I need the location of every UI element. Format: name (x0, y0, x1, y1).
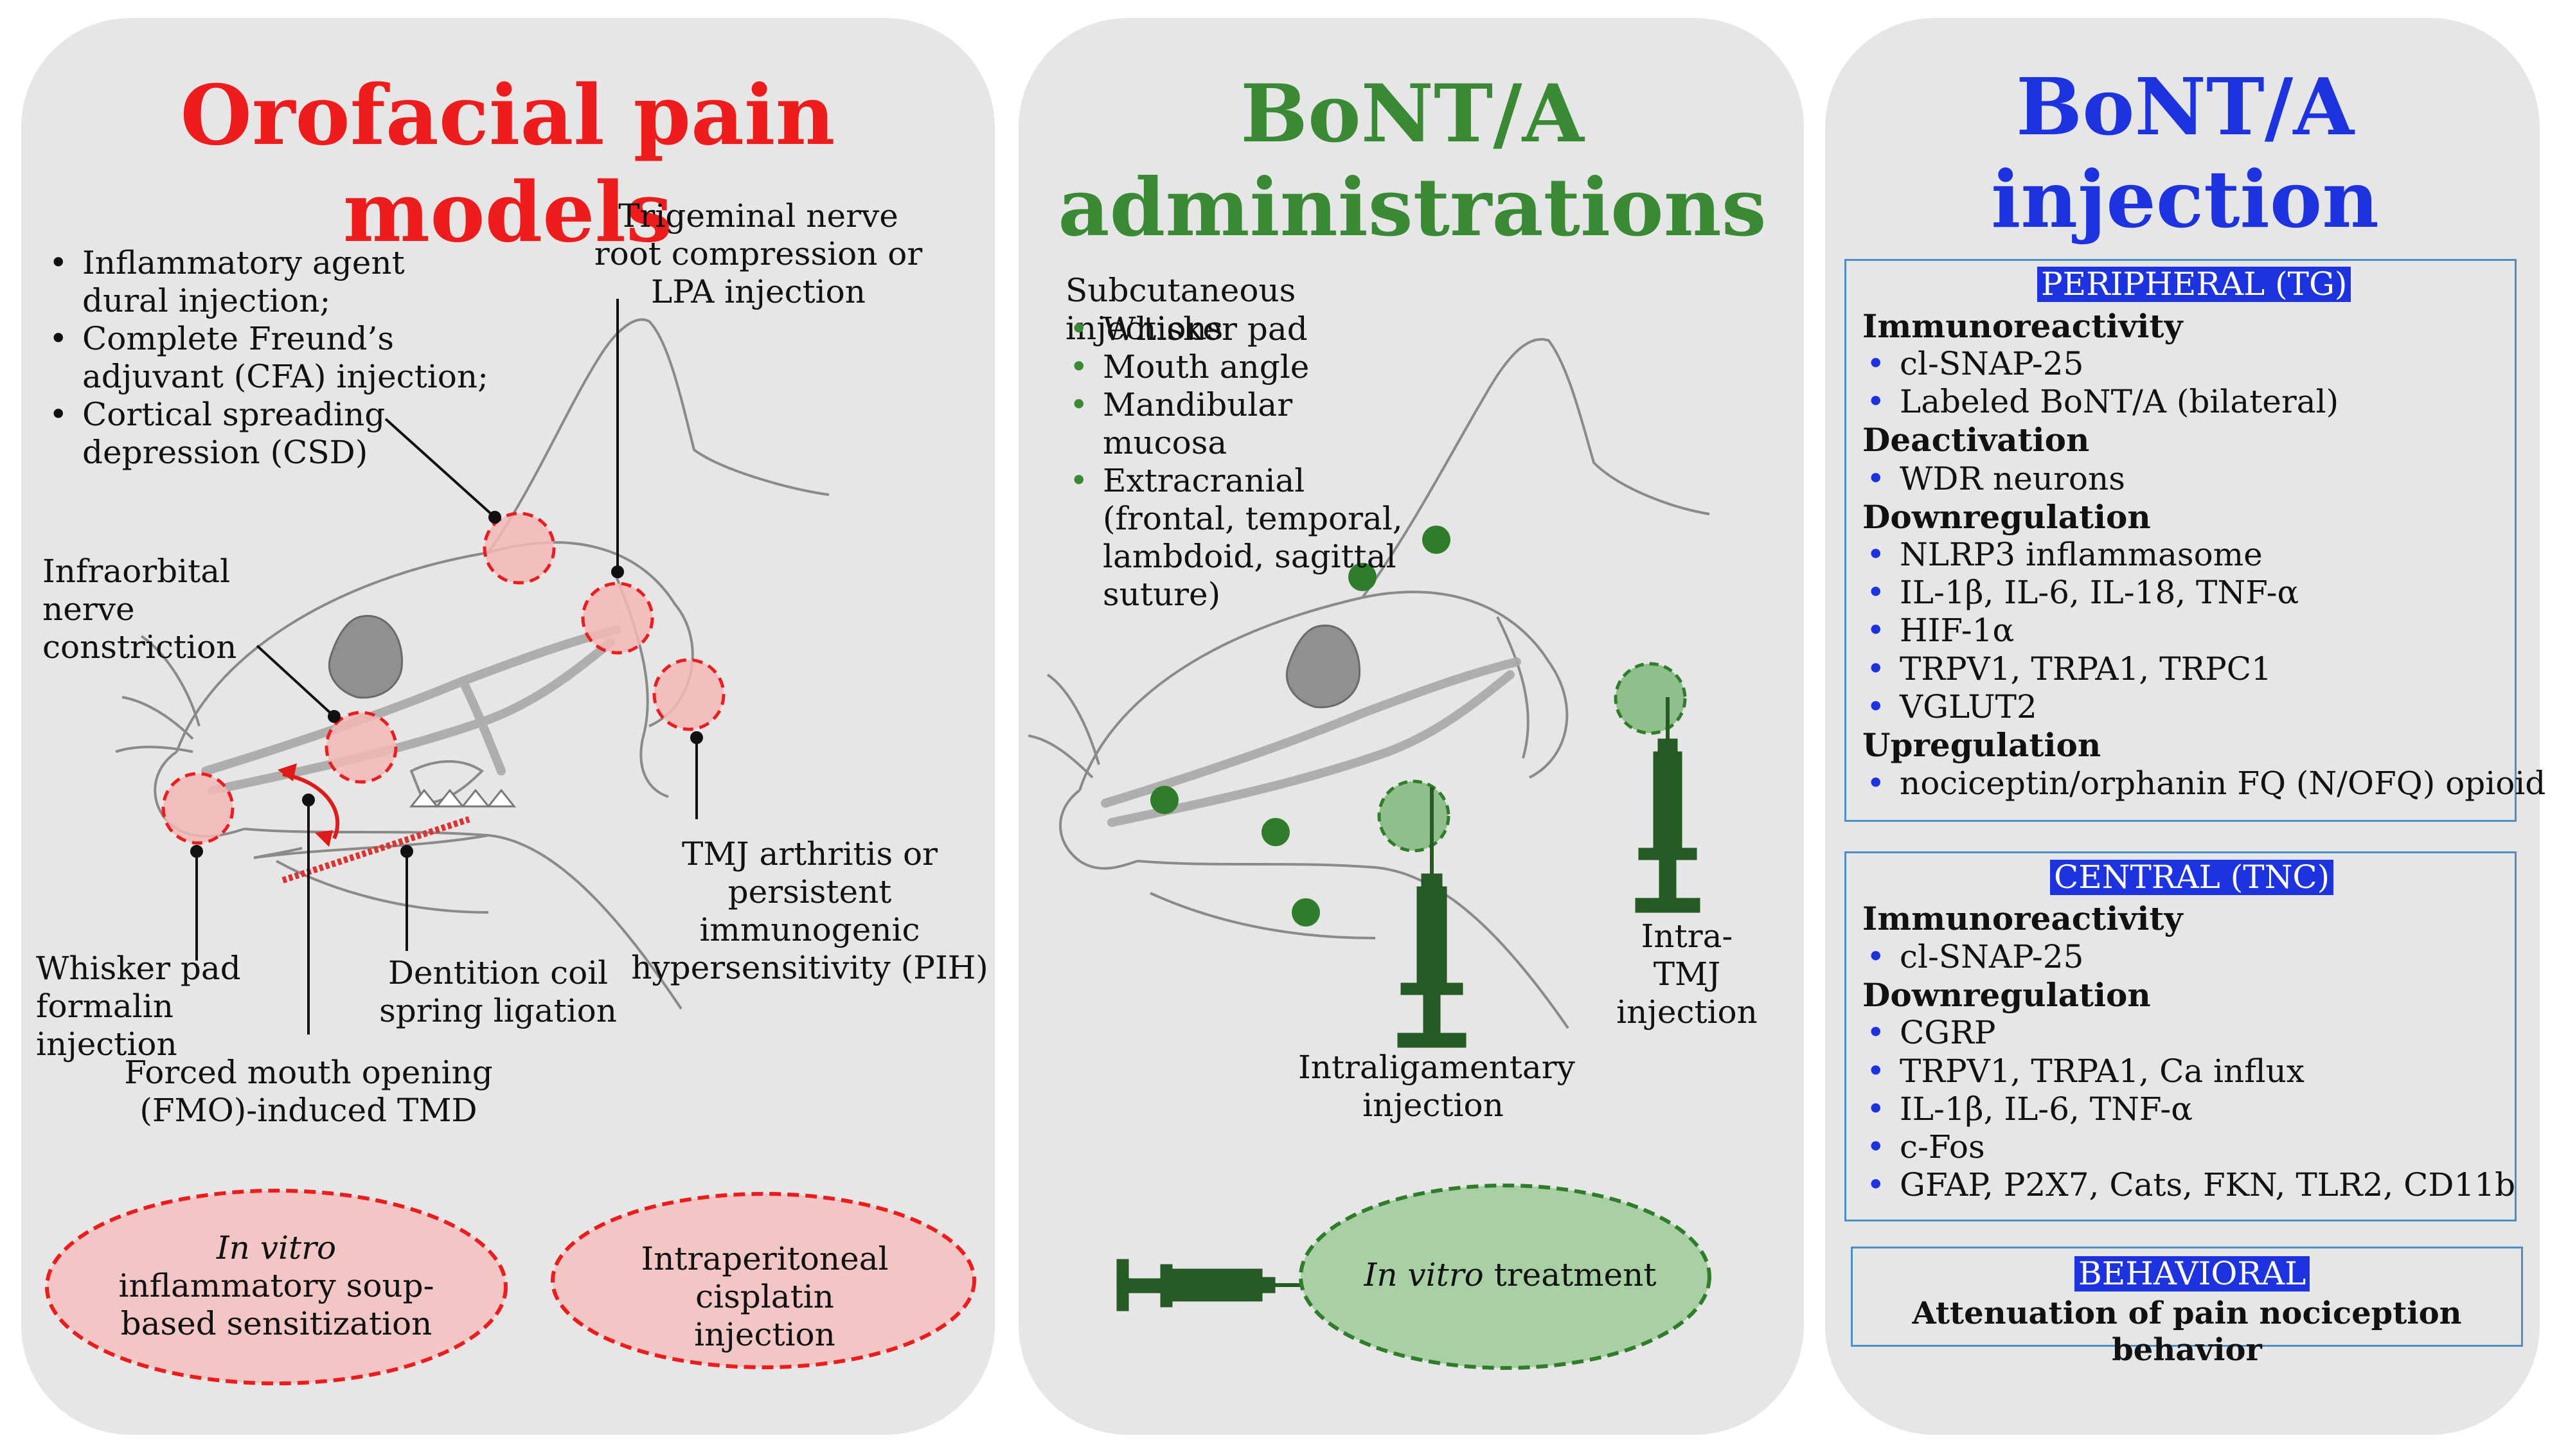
peripheral-item: HIF-1α (1862, 612, 2014, 650)
list-item: Cortical spreading depression (CSD) (45, 396, 495, 472)
in-vitro-text: inflammatory soup-based sensitization (118, 1267, 434, 1342)
cisplatin-ellipse (551, 1192, 976, 1369)
in-vitro-treatment-ellipse (1299, 1184, 1711, 1370)
peripheral-item: VGLUT2 (1862, 688, 2037, 726)
label-tmj-arthritis: TMJ arthritis or persistent immunogenic … (631, 835, 988, 986)
central-item: TRPV1, TRPA1, Ca influx (1862, 1052, 2305, 1090)
peripheral-heading: Upregulation (1862, 726, 2101, 764)
peripheral-item: Labeled BoNT/A (bilateral) (1862, 383, 2339, 421)
in-vitro-italic: In vitro (216, 1229, 337, 1266)
panel-title-administrations: BoNT/A administrations (1058, 67, 1767, 255)
list-item: Mouth angle (1066, 348, 1425, 386)
peripheral-item: WDR neurons (1862, 460, 2125, 498)
peripheral-item: cl-SNAP-25 (1862, 345, 2083, 383)
label-dentition-coil: Dentition coil spring ligation (379, 954, 617, 1029)
central-item: CGRP (1862, 1014, 1996, 1052)
peripheral-heading: Deactivation (1862, 421, 2090, 459)
central-item: c-Fos (1862, 1128, 1985, 1166)
syringe-icon-in-vitro (1116, 1259, 1311, 1311)
central-heading: Downregulation (1862, 976, 2151, 1014)
in-vitro-italic: In vitro (1364, 1256, 1484, 1293)
list-item: Whisker pad (1066, 310, 1425, 348)
peripheral-heading: Downregulation (1862, 498, 2151, 536)
mouth-opening-arrow-icon (282, 772, 340, 840)
behavioral-text: Attenuation of pain nociception behavior (1912, 1295, 2462, 1368)
rat-head-illustration-left (115, 318, 830, 1010)
rat-head-illustration-middle (1028, 338, 1710, 1029)
label-intra-tmj: Intra-TMJ injection (1616, 918, 1758, 1031)
list-item: Mandibular mucosa (1066, 386, 1425, 462)
list-item: Complete Freund’s adjuvant (CFA) injecti… (45, 320, 495, 396)
syringe-icon-intra-tmj (1635, 697, 1700, 913)
central-item: cl-SNAP-25 (1862, 938, 2083, 976)
subcutaneous-list: Whisker pad Mouth angle Mandibular mucos… (1066, 310, 1425, 614)
behavioral-badge: BEHAVIORAL (2074, 1256, 2310, 1292)
peripheral-item: NLRP3 inflammasome (1862, 536, 2263, 574)
central-item: IL-1β, IL-6, TNF-α (1862, 1090, 2193, 1128)
label-intraligamentary: Intraligamentary injection (1298, 1049, 1575, 1124)
central-heading: Immunoreactivity (1862, 900, 2183, 937)
label-forced-mouth-opening: Forced mouth opening (FMO)-induced TMD (124, 1054, 493, 1129)
peripheral-badge: PERIPHERAL (TG) (2037, 267, 2351, 302)
list-item: Inflammatory agent dural injection; (45, 244, 495, 320)
dural-injection-list: Inflammatory agent dural injection; Comp… (45, 244, 495, 472)
label-in-vitro-sensitization: In vitro inflammatory soup-based sensiti… (96, 1229, 456, 1343)
peripheral-item: nociceptin/orphanin FQ (N/OFQ) opioid (1862, 765, 2546, 803)
label-infraorbital: Infraorbital nerve constriction (42, 553, 237, 666)
peripheral-item: IL-1β, IL-6, IL-18, TNF-α (1862, 574, 2299, 612)
syringe-icon-intraligamentary (1397, 787, 1467, 1048)
pain-site-circles (161, 511, 726, 845)
bone-shape-middle (1285, 625, 1361, 709)
label-trigeminal-root: Trigeminal nerve root compression or LPA… (594, 197, 923, 310)
peripheral-heading: Immunoreactivity (1862, 307, 2183, 345)
coil-spring-icon (281, 816, 470, 883)
list-item: Extracranial (frontal, temporal, lambdoi… (1066, 462, 1425, 614)
peripheral-item: TRPV1, TRPA1, TRPC1 (1862, 650, 2272, 688)
label-cisplatin: Intraperitoneal cisplatin injection (641, 1240, 889, 1353)
central-item: GFAP, P2X7, Cats, FKN, TLR2, CD11b (1862, 1166, 2515, 1204)
panel-title-orofacial: Orofacial pain models (180, 67, 835, 262)
bone-shape-left (328, 615, 404, 699)
in-vitro-sensitization-ellipse (45, 1189, 508, 1385)
teeth-left (409, 788, 517, 808)
label-whisker-pad: Whisker pad formalin injection (36, 950, 241, 1063)
label-in-vitro-treatment: In vitro treatment (1350, 1256, 1671, 1294)
nerve-strands-middle (1101, 657, 1521, 827)
in-vitro-treatment-text: treatment (1483, 1256, 1657, 1293)
central-badge: CENTRAL (TNC) (2050, 860, 2334, 895)
